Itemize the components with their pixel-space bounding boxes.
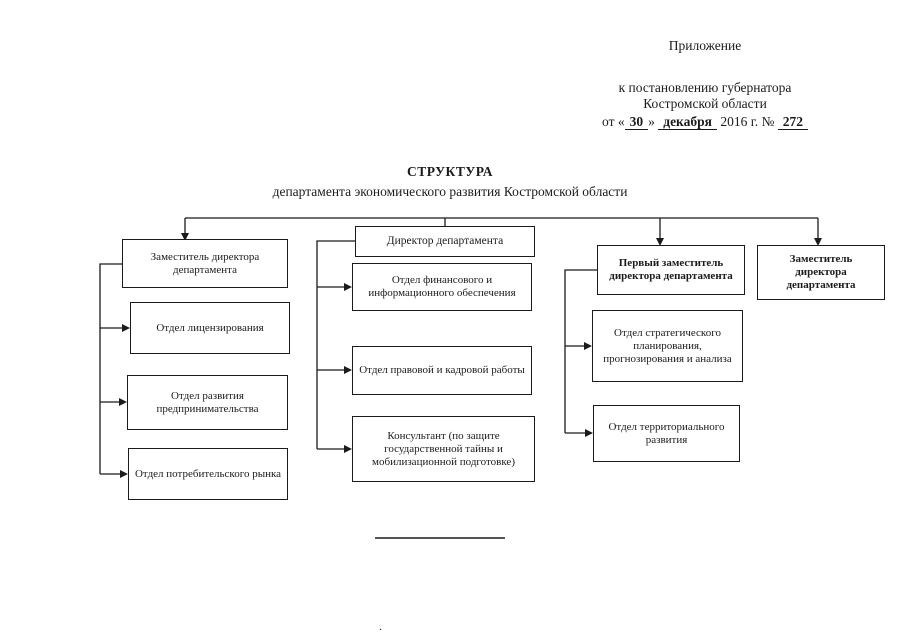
date-close-quote: » [648, 114, 655, 129]
date-number: 272 [777, 114, 808, 130]
org-box-deputy-right: Заместитель директора департамента [757, 245, 885, 300]
decree-date-line: от «30» декабря 2016 г. № 272 [560, 114, 850, 130]
decree-line1: к постановлению губернатора [618, 80, 792, 95]
date-prefix: от « [602, 114, 625, 129]
document-title: СТРУКТУРА департамента экономического ра… [100, 162, 800, 202]
org-box-first-deputy: Первый заместитель директора департамент… [597, 245, 745, 295]
org-box-finance-info: Отдел финансового и информационного обес… [352, 263, 532, 311]
org-box-deputy-left: Заместитель директора департамента [122, 239, 288, 288]
org-box-director: Директор департамента [355, 226, 535, 257]
org-box-strategic-planning: Отдел стратегического планирования, прог… [592, 310, 743, 382]
stray-mark: . [379, 619, 382, 633]
date-month: декабря [658, 114, 717, 130]
title-structure: СТРУКТУРА [406, 164, 494, 179]
decree-reference: к постановлению губернатора Костромской … [560, 80, 850, 130]
date-day: 30 [624, 114, 649, 130]
decree-line2: Костромской области [643, 96, 767, 111]
org-box-consultant: Консультант (по защите государственной т… [352, 416, 535, 482]
org-box-territorial: Отдел территориального развития [593, 405, 740, 462]
org-box-consumer-market: Отдел потребительского рынка [128, 448, 288, 500]
title-department: департамента экономического развития Кос… [272, 184, 628, 199]
appendix-label: Приложение [668, 38, 742, 53]
org-box-licensing: Отдел лицензирования [130, 302, 290, 354]
date-tail: 2016 г. № [720, 114, 775, 129]
org-box-entrepreneurship: Отдел развития предпринимательства [127, 375, 288, 430]
org-box-legal-hr: Отдел правовой и кадровой работы [352, 346, 532, 395]
